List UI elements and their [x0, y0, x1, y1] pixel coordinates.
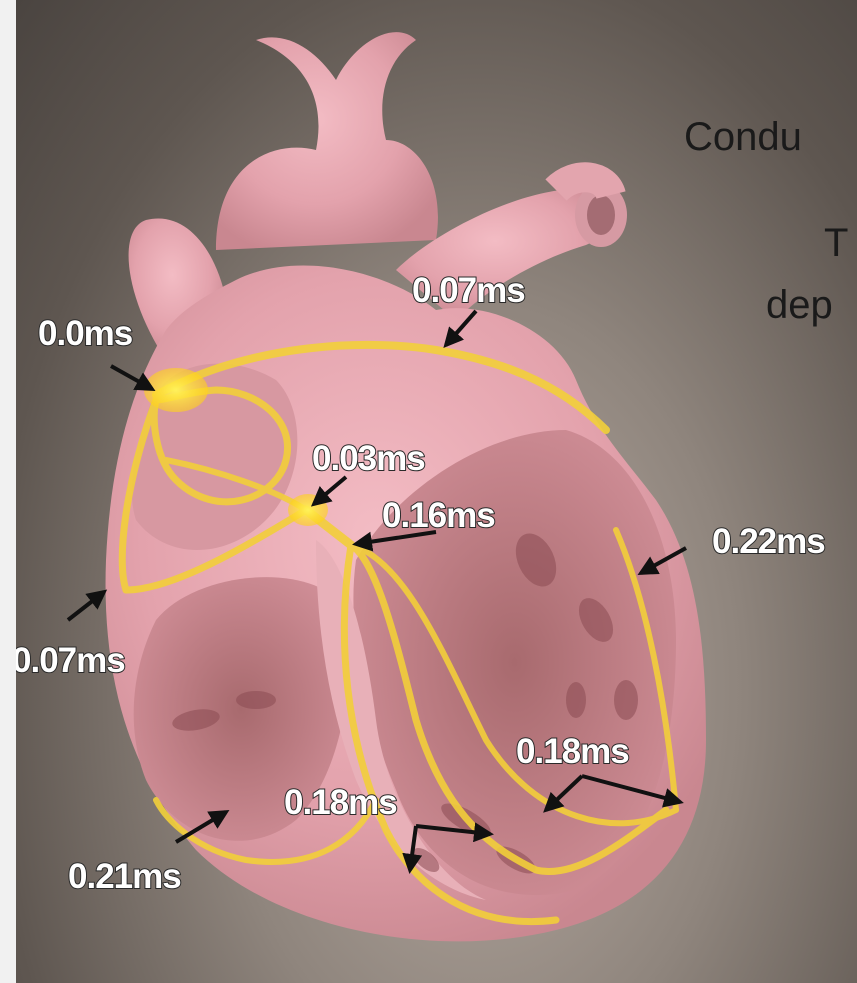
side-caption-line-1: Condu [684, 115, 802, 159]
label-purkinje-left: 0.18ms [284, 783, 397, 822]
label-bundle-of-his: 0.16ms [382, 496, 495, 535]
side-caption-line-3: dep [766, 283, 833, 327]
arrow-right-atrium-wall [68, 592, 104, 620]
heart-body [106, 32, 706, 941]
heart-conduction-diagram: 0.0ms 0.07ms 0.03ms 0.16ms 0.22ms 0.07ms… [16, 0, 857, 983]
diagram-canvas: 0.0ms 0.07ms 0.03ms 0.16ms 0.22ms 0.07ms… [16, 0, 857, 983]
sa-node [144, 368, 208, 412]
label-left-atrium-top: 0.07ms [412, 271, 525, 310]
label-sa-node: 0.0ms [38, 314, 133, 353]
label-left-ventricle-wall: 0.22ms [712, 522, 825, 561]
side-caption-line-2: T [824, 221, 848, 265]
label-av-node: 0.03ms [312, 439, 425, 478]
label-right-ventricle-base: 0.21ms [68, 857, 181, 896]
label-right-atrium-wall: 0.07ms [16, 641, 125, 680]
label-purkinje-right: 0.18ms [516, 732, 629, 771]
side-caption: Condu T dep [684, 115, 848, 327]
